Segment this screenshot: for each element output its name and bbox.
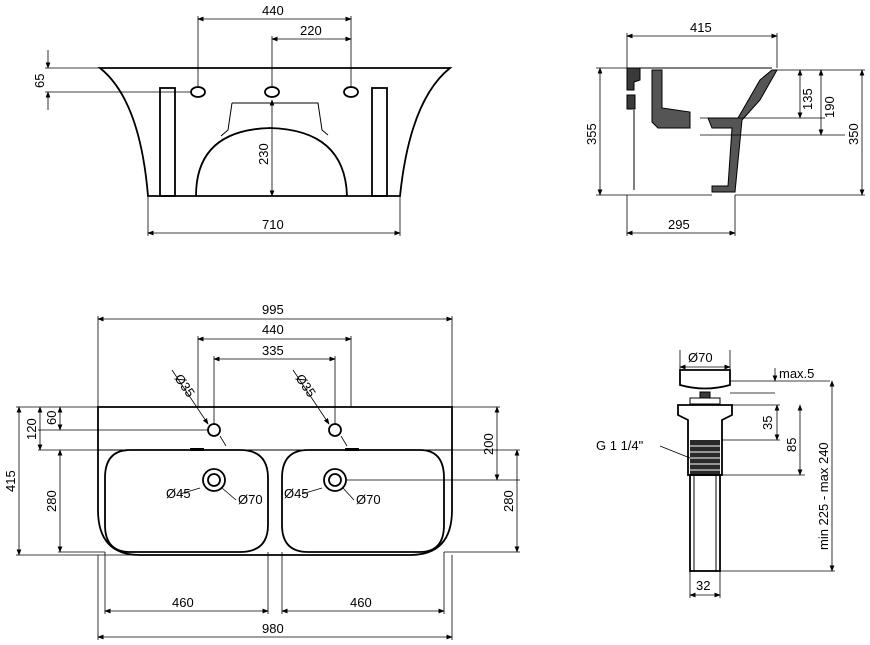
plan-view-drain-left — [202, 468, 226, 492]
plan-view-left-bowl — [104, 449, 269, 553]
side-dim-190: 190 — [822, 96, 837, 118]
drain-view: Ø70 max.5 35 85 min 225 - max 240 G 1 1/… — [596, 350, 835, 598]
drain-dim-32: 32 — [696, 578, 710, 593]
drain-dim-85: 85 — [784, 438, 799, 452]
drain-thread — [690, 440, 720, 475]
plan-dim-440: 440 — [262, 322, 284, 337]
plan-dim-120: 120 — [24, 418, 39, 440]
plan-dim-460-left: 460 — [172, 595, 194, 610]
front-view-hole-right — [343, 86, 359, 98]
plan-dim-drain-right-70: Ø70 — [356, 492, 381, 507]
front-dim-220: 220 — [300, 23, 322, 38]
front-dim-65: 65 — [32, 74, 47, 88]
side-dim-355: 355 — [584, 123, 599, 145]
drain-dim-70: Ø70 — [688, 350, 713, 365]
front-view-right-pillar — [371, 87, 388, 197]
front-view: 440 220 65 230 710 — [32, 3, 453, 236]
plan-dim-460-right: 460 — [350, 595, 372, 610]
drain-cap — [679, 369, 731, 390]
front-view-hole-center — [264, 86, 280, 98]
plan-dim-drain-left-45: Ø45 — [166, 486, 191, 501]
plan-view-tap-hole-right — [328, 423, 342, 437]
front-dim-440: 440 — [262, 3, 284, 18]
drain-dim-range: min 225 - max 240 — [816, 442, 831, 550]
plan-dim-drain-left-70: Ø70 — [238, 492, 263, 507]
plan-dim-200: 200 — [481, 433, 496, 455]
front-view-arch — [195, 127, 348, 197]
plan-dim-415: 415 — [3, 470, 18, 492]
drain-thread-label: G 1 1/4" — [596, 438, 644, 453]
plan-dim-335: 335 — [262, 343, 284, 358]
front-view-hole-left — [190, 86, 206, 98]
drain-dim-max: max.5 — [779, 366, 814, 381]
drain-dim-35: 35 — [760, 416, 775, 430]
plan-dim-280-right: 280 — [501, 490, 516, 512]
side-dim-350: 350 — [846, 123, 861, 145]
plan-dim-980: 980 — [262, 621, 284, 636]
plan-view: 995 440 335 Ø35 Ø35 60 120 415 280 — [3, 302, 520, 640]
plan-dim-995: 995 — [262, 302, 284, 317]
drain-tailpipe — [689, 474, 721, 572]
front-dim-230: 230 — [256, 143, 271, 165]
front-view-outline — [97, 67, 453, 197]
plan-view-tap-hole-left — [207, 423, 221, 437]
side-view-wall-bracket — [626, 67, 641, 91]
side-dim-295: 295 — [668, 217, 690, 232]
side-view: 415 355 135 190 350 295 — [584, 20, 865, 236]
side-dim-415: 415 — [690, 20, 712, 35]
side-view-basin-section — [651, 69, 778, 193]
plan-view-right-bowl — [281, 449, 445, 553]
side-dim-135: 135 — [800, 88, 815, 110]
plan-dim-280-left: 280 — [44, 490, 59, 512]
front-dim-710: 710 — [262, 217, 284, 232]
plan-view-outline — [97, 406, 453, 556]
front-view-left-pillar — [159, 87, 176, 197]
plan-dim-60: 60 — [44, 411, 59, 425]
plan-view-drain-right — [323, 468, 347, 492]
plan-dim-drain-right-45: Ø45 — [284, 486, 309, 501]
